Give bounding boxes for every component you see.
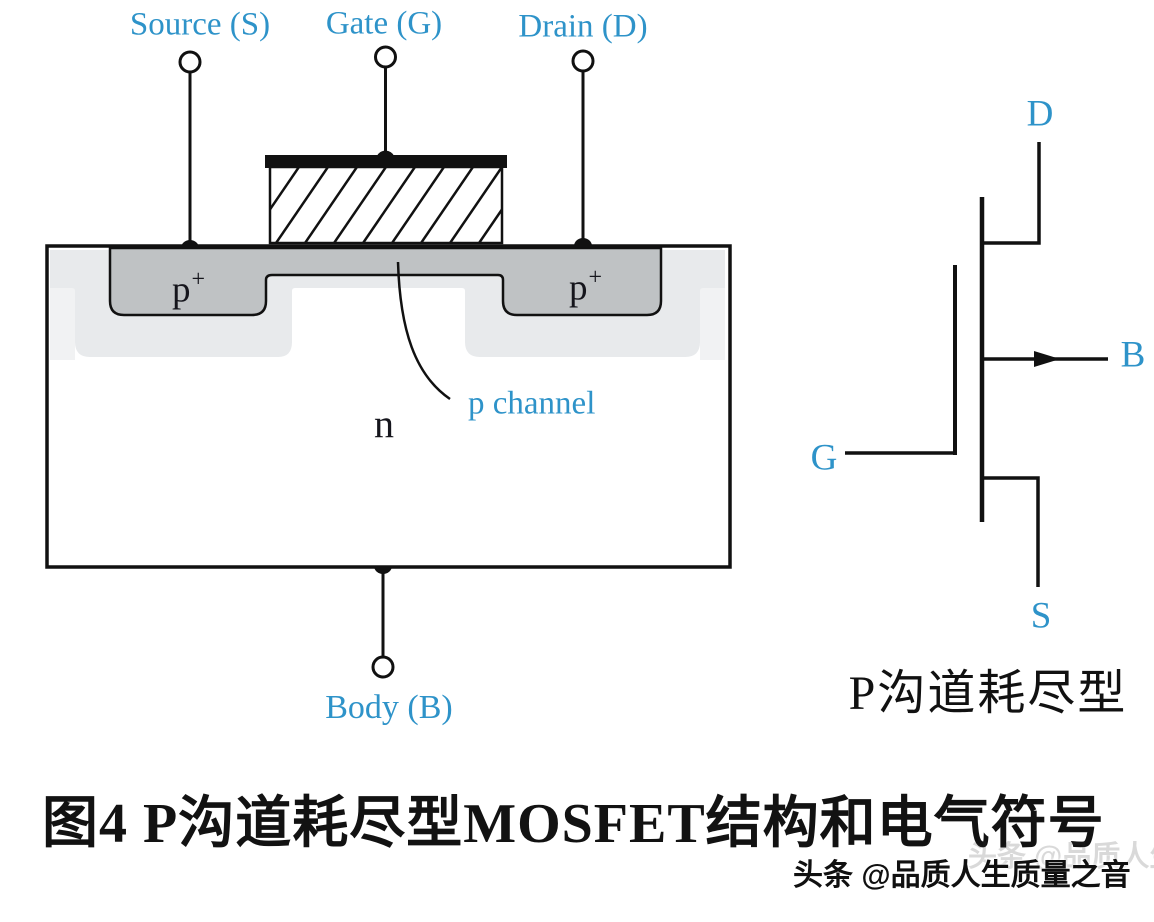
- p-plus-left-label: p+: [171, 266, 206, 311]
- terminal-leads: [188, 68, 585, 657]
- gate-terminal-label: Gate (G): [325, 5, 443, 42]
- drain-contact: [574, 238, 592, 246]
- body-terminal-circle: [371, 655, 395, 679]
- terminal-circles: [178, 45, 595, 679]
- symbol-drain-label: D: [1026, 93, 1054, 135]
- p-channel-leader-line: [396, 261, 451, 401]
- watermark-ghost: 头条 @品质人生质量之音: [968, 841, 1154, 873]
- figure-caption: 图4 P沟道耗尽型MOSFET结构和电气符号: [42, 793, 1105, 855]
- symbol-body-arrow-icon: [1034, 351, 1060, 367]
- watermark: 头条 @品质人生质量之音: [793, 859, 1131, 892]
- symbol-source-lead: [982, 476, 1040, 587]
- gate-contact: [377, 150, 394, 156]
- gate-oxide-box: [268, 165, 504, 245]
- p-plus-right-sup: +: [588, 264, 603, 291]
- structure-cross-section: [45, 45, 732, 679]
- source-terminal-circle: [178, 50, 202, 74]
- symbol-source-label: S: [1030, 595, 1052, 637]
- symbol-drain-lead: [982, 142, 1041, 245]
- drain-terminal-label: Drain (D): [518, 8, 648, 45]
- mosfet-symbol: [845, 142, 1108, 587]
- gate-terminal-circle: [374, 45, 397, 69]
- symbol-gate-label: G: [810, 437, 838, 479]
- p-channel-label: p channel: [468, 385, 596, 422]
- gate-metal-bar: [265, 155, 507, 168]
- n-substrate-label: n: [374, 401, 394, 446]
- symbol-body-label: B: [1120, 334, 1146, 376]
- depletion-outer-left: [50, 288, 75, 360]
- drain-terminal-circle: [571, 49, 595, 73]
- contact-bumps: [181, 150, 592, 574]
- gate-oxide-hatch: [271, 168, 501, 242]
- body-terminal-label: Body (B): [325, 689, 453, 726]
- body-contact: [374, 566, 392, 574]
- depletion-outer-right: [700, 288, 725, 360]
- p-plus-wells-and-channel: [108, 246, 663, 317]
- p-plus-right-base: p: [568, 267, 588, 309]
- p-plus-right-label: p+: [568, 264, 603, 309]
- p-plus-left-sup: +: [191, 266, 206, 293]
- p-plus-left-base: p: [171, 269, 191, 311]
- source-terminal-label: Source (S): [129, 6, 271, 43]
- source-contact: [181, 240, 199, 248]
- symbol-type-label: P沟道耗尽型: [848, 667, 1128, 720]
